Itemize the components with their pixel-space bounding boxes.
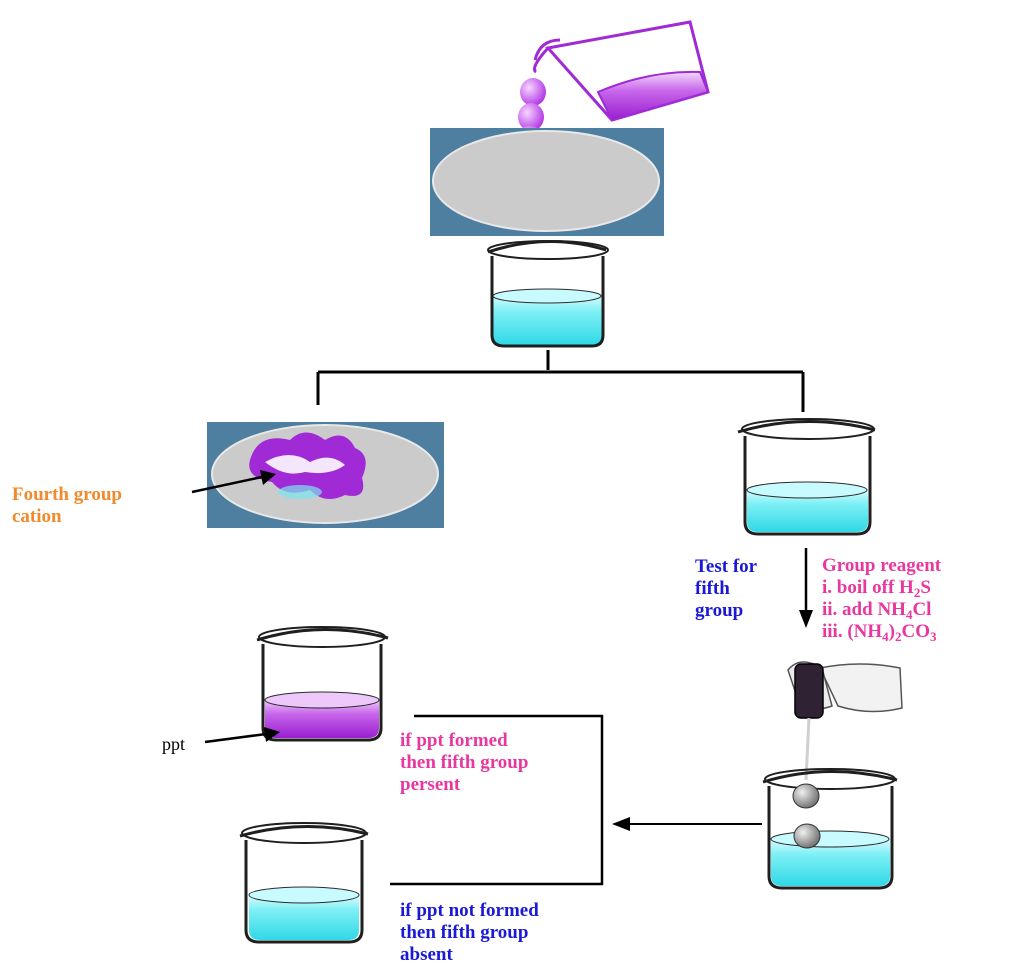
- reagent-step-1: i. boil off H2S: [822, 577, 941, 599]
- reagent-title: Group reagent: [822, 555, 942, 576]
- ppt-beaker: [256, 626, 389, 742]
- reagent-3-mid: ): [888, 621, 895, 642]
- reagent-1-sub: 2: [913, 585, 921, 600]
- reagent-1-prefix: i. boil off H: [822, 577, 914, 598]
- ppt-formed-label: if ppt formed then fifth group persent: [400, 730, 528, 796]
- test-line2: fifth: [695, 578, 730, 599]
- filtrate-beaker: [487, 240, 609, 348]
- result-arrow: [612, 817, 762, 831]
- present-line2: then fifth group: [400, 752, 529, 773]
- present-line1: if ppt formed: [400, 730, 508, 751]
- no-ppt-beaker: [239, 822, 369, 944]
- ppt-label: ppt: [162, 734, 186, 754]
- down-arrow: [799, 548, 813, 628]
- test-beaker: [762, 768, 898, 890]
- fourth-group-arrow: [191, 470, 276, 494]
- reagent-3-sub3: 3: [930, 629, 937, 644]
- ppt-arrow: [204, 727, 280, 744]
- test-line3: group: [695, 600, 744, 621]
- present-line3: persent: [400, 774, 461, 795]
- absent-line2: then fifth group: [400, 922, 529, 943]
- reagent-2-sub: 4: [905, 607, 913, 622]
- test-fifth-group-label: Test for fifth group: [695, 556, 757, 622]
- reagent-3-sub1: 4: [882, 629, 889, 644]
- ppt-not-formed-label: if ppt not formed then fifth group absen…: [400, 900, 539, 966]
- reagent-3-prefix: iii. (NH: [822, 621, 883, 642]
- pouring-beaker: [533, 20, 710, 122]
- residue-filter-paper: [207, 422, 444, 528]
- reagent-step-3: iii. (NH4)2CO3: [822, 621, 941, 643]
- fourth-group-line2: cation: [12, 506, 62, 527]
- gloved-hand-dropper: [787, 661, 903, 781]
- group-reagent-label: Group reagent i. boil off H2S ii. add NH…: [822, 555, 941, 643]
- test-line1: Test for: [695, 556, 758, 577]
- result-bracket: [390, 714, 604, 886]
- filter-paper-top: [430, 128, 664, 236]
- branch-lines: [316, 350, 805, 412]
- absent-line3: absent: [400, 944, 453, 965]
- right-filtrate-beaker: [737, 418, 876, 536]
- fourth-group-label: Fourth group cation: [12, 484, 122, 528]
- absent-line1: if ppt not formed: [400, 900, 539, 921]
- reagent-1-suffix: S: [920, 577, 931, 598]
- fourth-group-line1: Fourth group: [12, 484, 122, 505]
- reagent-2-suffix: Cl: [912, 599, 932, 620]
- reagent-3-mid2: CO: [901, 621, 931, 642]
- reagent-2-prefix: ii. add NH: [822, 599, 906, 620]
- reagent-step-2: ii. add NH4Cl: [822, 599, 941, 621]
- reagent-3-sub2: 2: [895, 629, 902, 644]
